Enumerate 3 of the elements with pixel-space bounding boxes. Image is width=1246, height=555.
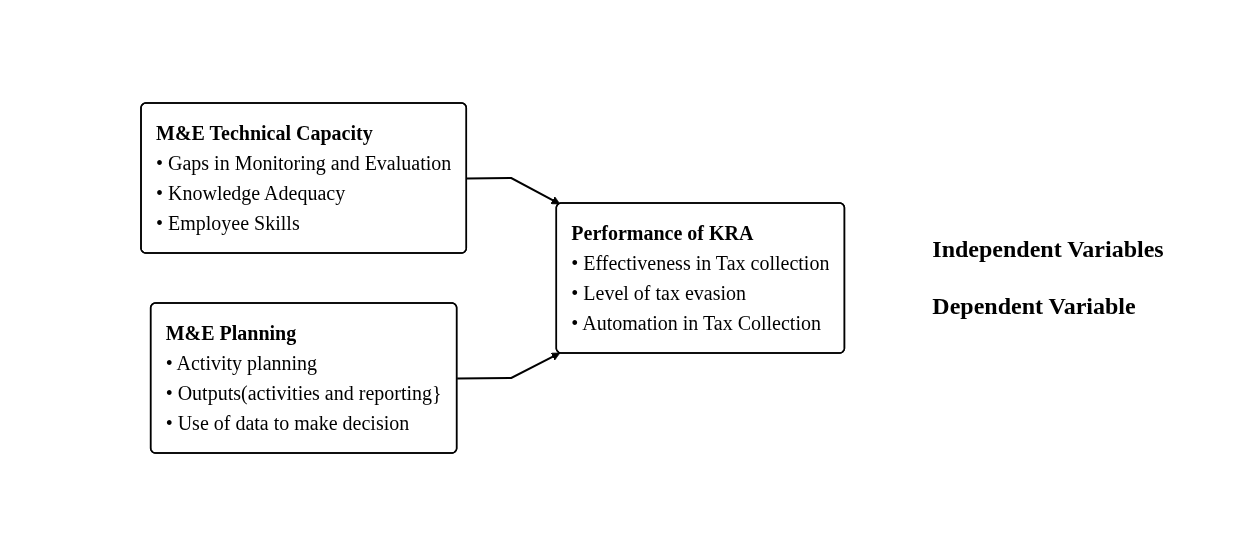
variable-caption: Dependent Variable bbox=[932, 292, 1137, 320]
variable-caption: Independent Variables bbox=[932, 235, 1164, 263]
arrow bbox=[465, 176, 560, 204]
